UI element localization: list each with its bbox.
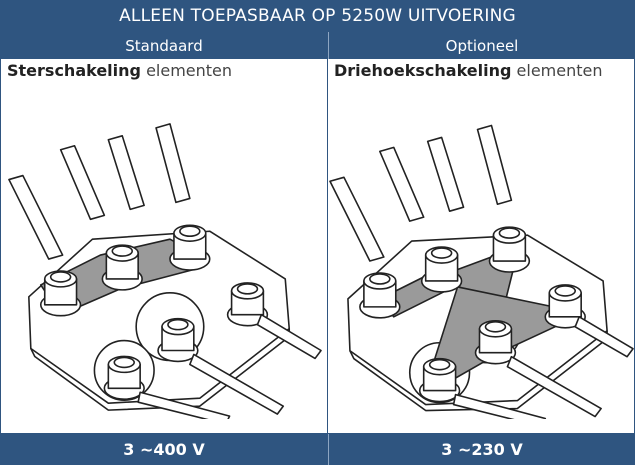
column-header-optioneel: Optioneel bbox=[445, 36, 519, 55]
voltage-standaard: 3 ~400 V bbox=[0, 434, 329, 465]
label-rest: elementen bbox=[140, 61, 233, 80]
panel-label-standaard: Sterschakeling elementen bbox=[7, 61, 232, 80]
label-bold: Sterschakeling bbox=[7, 61, 141, 80]
label-rest: elementen bbox=[511, 61, 603, 80]
panel-standaard: Sterschakeling elementen bbox=[0, 59, 328, 434]
table-title: ALLEEN TOEPASBAAR OP 5250W UITVOERING bbox=[0, 0, 635, 32]
title-text: ALLEEN TOEPASBAAR OP 5250W UITVOERING bbox=[119, 6, 516, 26]
voltage-row: 3 ~400 V 3 ~230 V bbox=[0, 434, 635, 465]
label-bold: Driehoekschakeling bbox=[334, 61, 512, 80]
column-header-row: Standaard Optioneel bbox=[0, 32, 635, 59]
panel-label-optioneel: Driehoekschakeling elementen bbox=[334, 61, 603, 80]
column-header-standaard: Standaard bbox=[0, 32, 329, 59]
voltage-optioneel: 3 ~230 V bbox=[441, 440, 523, 459]
delta-connection-terminal-diagram-icon bbox=[329, 124, 634, 419]
star-connection-terminal-diagram-icon bbox=[8, 123, 322, 419]
panel-optioneel: Driehoekschakeling elementen bbox=[328, 59, 635, 434]
